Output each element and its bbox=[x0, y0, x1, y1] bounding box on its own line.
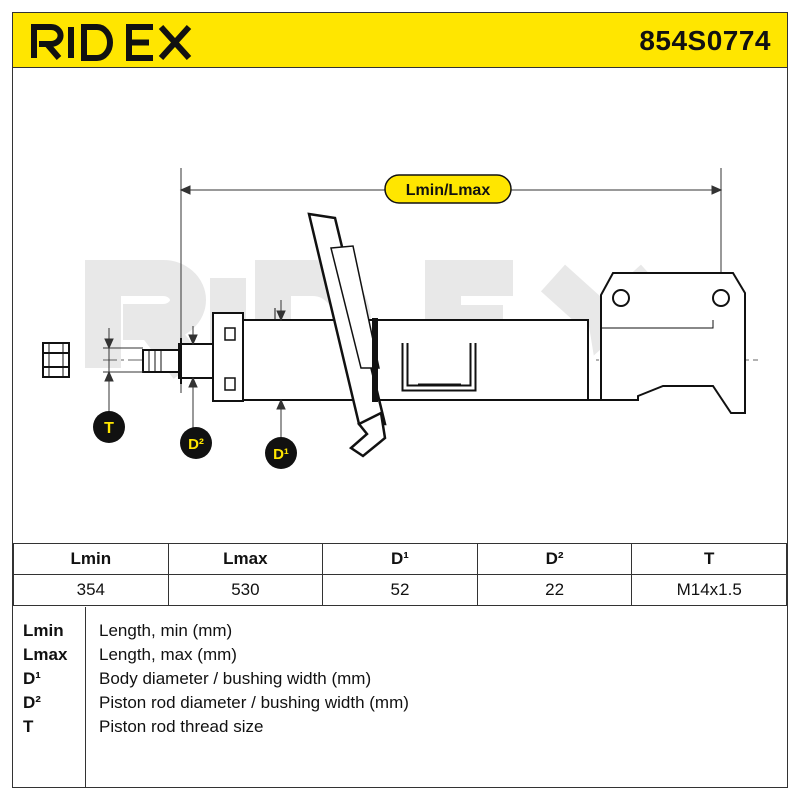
legend-description: Piston rod thread size bbox=[99, 717, 264, 736]
datasheet: 854S0774 Lmin/Lmax bbox=[12, 12, 788, 788]
value-cell: M14x1.5 bbox=[631, 574, 787, 606]
shock-absorber-drawing: Lmin/Lmax T bbox=[42, 168, 758, 469]
legend-key: D¹ bbox=[23, 669, 41, 688]
thread-label-badge bbox=[93, 411, 125, 443]
header-cell: Lmax bbox=[167, 543, 324, 575]
legend-key: Lmin bbox=[23, 621, 64, 640]
part-number: 854S0774 bbox=[639, 25, 771, 56]
legend-key: D² bbox=[23, 693, 41, 712]
hose-bracket bbox=[401, 343, 477, 392]
legend-description: Piston rod diameter / bushing width (mm) bbox=[99, 693, 409, 712]
ridex-logo bbox=[31, 24, 192, 61]
legend-divider bbox=[85, 607, 86, 787]
nut bbox=[42, 342, 70, 378]
legend-key: Lmax bbox=[23, 645, 68, 664]
table-row: 354 530 52 22 M14x1.5 bbox=[13, 574, 787, 606]
legend-description: Length, min (mm) bbox=[99, 621, 233, 640]
legend-key: T bbox=[23, 717, 34, 736]
spec-table: Lmin Lmax D¹ D² T 354 530 52 22 M14x1.5 bbox=[13, 543, 787, 606]
body-diameter-dimension bbox=[276, 300, 286, 443]
legend-description: Length, max (mm) bbox=[99, 645, 237, 664]
rod-diameter-label: D² bbox=[188, 436, 204, 453]
body-diameter-label: D¹ bbox=[273, 446, 289, 463]
header-cell: Lmin bbox=[13, 543, 169, 575]
rod-diameter-label-badge bbox=[180, 427, 212, 459]
length-label: Lmin/Lmax bbox=[406, 182, 491, 199]
legend: Lmin Length, min (mm) Lmax Length, max (… bbox=[13, 607, 787, 787]
body-diameter-label-badge bbox=[265, 437, 297, 469]
value-cell: 52 bbox=[322, 574, 478, 606]
thread-label: T bbox=[104, 420, 114, 437]
value-cell: 530 bbox=[167, 574, 324, 606]
upper-mount bbox=[212, 312, 244, 402]
header-cell: D¹ bbox=[322, 543, 478, 575]
legend-description: Body diameter / bushing width (mm) bbox=[99, 669, 372, 688]
header-cell: T bbox=[631, 543, 787, 575]
value-cell: 354 bbox=[13, 574, 169, 606]
value-cell: 22 bbox=[476, 574, 633, 606]
rod-diameter-dimension bbox=[188, 326, 198, 433]
length-label-badge bbox=[384, 174, 512, 204]
knuckle-bracket bbox=[587, 272, 746, 414]
table-header-row: Lmin Lmax D¹ D² T bbox=[13, 543, 787, 575]
header-bar: 854S0774 bbox=[13, 13, 787, 68]
spring-seat bbox=[307, 212, 387, 458]
header-cell: D² bbox=[476, 543, 633, 575]
thread-dimension bbox=[103, 328, 143, 420]
